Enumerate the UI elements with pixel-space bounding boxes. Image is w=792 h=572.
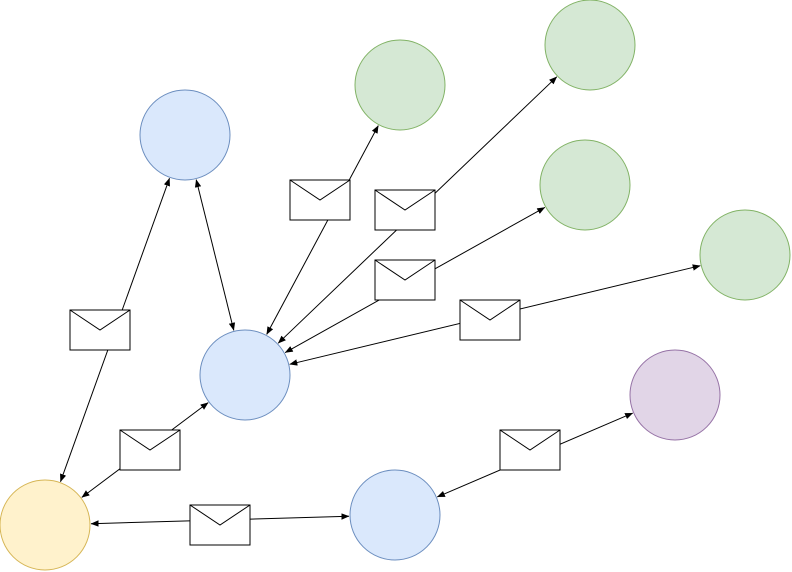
envelope-flap	[499, 429, 561, 451]
envelopes-layer	[69, 179, 561, 546]
node-blue-center[interactable]	[199, 329, 291, 421]
node-green-1[interactable]	[354, 39, 446, 131]
envelope-icon	[289, 179, 351, 221]
envelope-flap	[189, 504, 251, 526]
envelope-flap	[119, 429, 181, 451]
edge-top-center	[194, 179, 236, 331]
node-green-4[interactable]	[699, 209, 791, 301]
node-green-2[interactable]	[544, 0, 636, 91]
envelope-flap	[69, 309, 131, 331]
node-blue-top[interactable]	[139, 89, 231, 181]
node-blue-bottom[interactable]	[349, 469, 441, 561]
envelope-icon	[69, 309, 131, 351]
envelope-icon	[374, 259, 436, 301]
node-purple[interactable]	[629, 349, 721, 441]
node-green-3[interactable]	[539, 139, 631, 231]
envelope-flap	[459, 299, 521, 321]
envelope-icon	[119, 429, 181, 471]
envelope-flap	[289, 179, 351, 201]
envelope-flap	[374, 259, 436, 281]
envelope-icon	[189, 504, 251, 546]
envelope-icon	[374, 189, 436, 231]
envelope-icon	[459, 299, 521, 341]
envelope-flap	[374, 189, 436, 211]
node-yellow[interactable]	[0, 479, 91, 571]
envelope-icon	[499, 429, 561, 471]
edge-center-green1	[266, 125, 379, 335]
